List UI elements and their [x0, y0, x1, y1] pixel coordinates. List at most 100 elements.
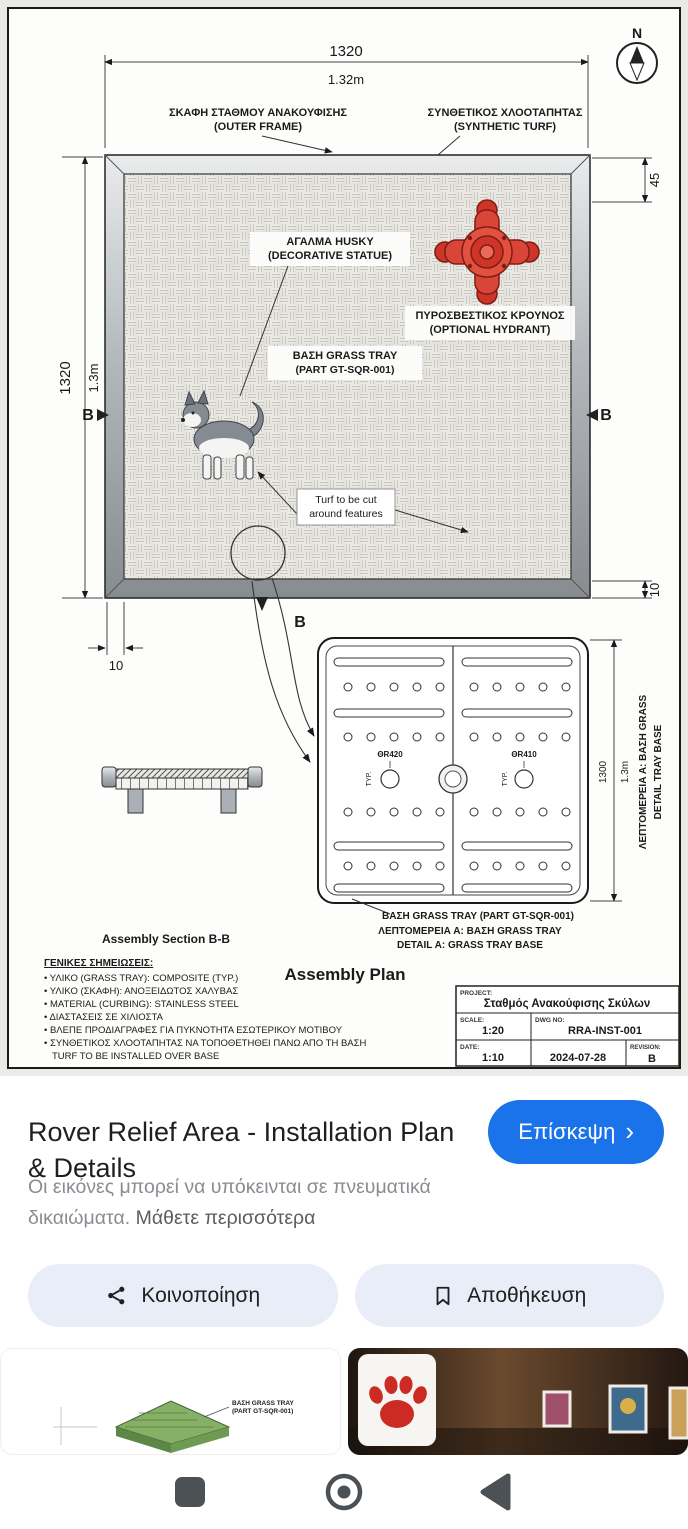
- scale-label: SCALE:: [460, 1017, 484, 1024]
- detail-side-caption-1: ΛΕΠΤΟΜΕΡΕΙΑ Α: ΒΑΣΗ GRASS: [638, 694, 649, 849]
- action-buttons: Κοινοποίηση Αποθήκευση: [28, 1264, 664, 1327]
- turf-cut-note-2: around features: [309, 508, 383, 520]
- dim-top-m: 1.32m: [328, 72, 364, 87]
- label-synthetic-turf: ΣΥΝΘΕΤΙΚΟΣ ΧΛΟΟΤΑΠΗΤΑΣ (SYNTHETIC TURF): [387, 107, 583, 199]
- turf-label-el: ΣΥΝΘΕΤΙΚΟΣ ΧΛΟΟΤΑΠΗΤΑΣ: [428, 107, 583, 119]
- section-marker-bottom: B: [256, 597, 306, 631]
- turf-cut-note-1: Turf to be cut: [315, 494, 377, 506]
- note-item: TURF TO BE INSTALLED OVER BASE: [52, 1051, 219, 1062]
- detail-slats: [333, 657, 573, 893]
- note-item: • ΣΥΝΘΕΤΙΚΟΣ ΧΛΟΟΤΑΠΗΤΑΣ ΝΑ ΤΟΠΟΘΕΤΗΘΕΙ …: [44, 1038, 366, 1049]
- dimension-right-45: [592, 157, 652, 203]
- general-notes: ΓΕΝΙΚΕΣ ΣΗΜΕΙΩΣΕΙΣ: • ΥΛΙΚΟ (GRASS TRAY)…: [44, 958, 366, 1062]
- dimension-left: [62, 156, 103, 599]
- recents-square-icon: [175, 1477, 205, 1507]
- note-item: • MATERIAL (CURBING): STAINLESS STEEL: [44, 999, 239, 1010]
- title-block: PROJECT: Σταθμός Ανακούφισης Σκύλων SCAL…: [455, 985, 680, 1067]
- home-button[interactable]: [311, 1459, 377, 1525]
- section-letter-bottom: B: [294, 614, 306, 631]
- back-button[interactable]: [464, 1459, 530, 1525]
- scale-value: 1:20: [482, 1025, 504, 1037]
- paw-logo: [358, 1354, 436, 1446]
- detail-callout: [230, 525, 315, 763]
- section-marker-right: B: [586, 407, 612, 424]
- revision-value: B: [648, 1053, 656, 1065]
- project-label: PROJECT:: [460, 990, 492, 997]
- north-arrow: N: [616, 25, 658, 84]
- back-triangle-icon: [480, 1473, 511, 1511]
- section-marker-left: B: [82, 407, 109, 424]
- detail-view: ΘR420 ΘR410 TYP. TYP.: [317, 637, 589, 904]
- detail-caption-leader: [351, 898, 391, 915]
- dwg-value: RRA-INST-001: [568, 1025, 642, 1037]
- save-button[interactable]: Αποθήκευση: [354, 1264, 664, 1327]
- dimension-bottom-10: [88, 602, 143, 655]
- typ-label-right: TYP.: [502, 772, 509, 787]
- date-value: 2024-07-28: [550, 1052, 606, 1064]
- thumb-drawing-svg: ΒΑΣΗ GRASS TRAY (PART GT-SQR-001): [1, 1349, 340, 1454]
- outer-frame-label-en: (OUTER FRAME): [214, 121, 302, 133]
- section-letter-left: B: [82, 407, 94, 424]
- dim-right-45: 45: [647, 173, 662, 187]
- related-image-photo[interactable]: [348, 1348, 688, 1455]
- north-label: N: [632, 25, 642, 41]
- project-value: Σταθμός Ανακούφισης Σκύλων: [484, 998, 651, 1010]
- copyright-notice: Οι εικόνες μπορεί να υπόκεινται σε πνευμ…: [28, 1172, 498, 1234]
- dim-bottom-10: 10: [109, 658, 123, 673]
- dim-detail-m: 1.3m: [620, 761, 631, 783]
- visit-button[interactable]: Επίσκεψη ›: [488, 1100, 664, 1164]
- outer-frame-label-el: ΣΚΑΦΗ ΣΤΑΘΜΟΥ ΑΝΑΚΟΥΦΙΣΗΣ: [169, 107, 347, 119]
- dimension-top: [104, 55, 589, 148]
- detail-caption-1: ΒΑΣΗ GRASS TRAY (PART GT-SQR-001): [382, 911, 574, 922]
- dimension-right-10: [592, 580, 652, 599]
- note-item: • ΥΛΙΚΟ (GRASS TRAY): COMPOSITE (TYP.): [44, 973, 238, 984]
- share-icon: [108, 1286, 125, 1305]
- tray-label-1: ΒΑΣΗ GRASS TRAY: [293, 350, 398, 362]
- note-turf-cut: Turf to be cut around features: [257, 471, 469, 533]
- related-image-drawing[interactable]: ΒΑΣΗ GRASS TRAY (PART GT-SQR-001): [0, 1348, 341, 1455]
- drawing-svg: N 1320 1.32m ΣΚΑΦΗ ΣΤΑΘΜΟΥ ΑΝΑΚΟΥΦΙΣΗΣ (…: [7, 7, 681, 1069]
- chevron-right-icon: ›: [625, 1115, 634, 1146]
- label-grass-tray: ΒΑΣΗ GRASS TRAY (PART GT-SQR-001): [268, 346, 422, 380]
- bookmark-icon: [436, 1286, 450, 1305]
- dim-left-mm: 1320: [57, 361, 74, 394]
- android-nav-bar: [0, 1455, 688, 1529]
- revision-label: REVISION:: [630, 1045, 661, 1051]
- label-outer-frame: ΣΚΑΦΗ ΣΤΑΘΜΟΥ ΑΝΑΚΟΥΦΙΣΗΣ (OUTER FRAME): [169, 107, 347, 154]
- detail-caption-2: ΛΕΠΤΟΜΕΡΕΙΑ Α: ΒΑΣΗ GRASS TRAY: [378, 926, 562, 937]
- detail-radius-left: ΘR420: [377, 750, 403, 759]
- wall-picture-frames: [542, 1384, 688, 1440]
- result-panel: Rover Relief Area - Installation Plan & …: [0, 1075, 688, 1348]
- copyright-text: Οι εικόνες μπορεί να υπόκεινται σε πνευμ…: [28, 1176, 431, 1229]
- date-scale-value: 1:10: [482, 1052, 504, 1064]
- note-item: • ΒΛΕΠΕ ΠΡΟΔΙΑΓΡΑΦΕΣ ΓΙΑ ΠΥΚΝΟΤΗΤΑ ΕΣΩΤΕ…: [44, 1025, 343, 1036]
- hydrant-label-el: ΠΥΡΟΣΒΕΣΤΙΚΟΣ ΚΡΟΥΝΟΣ: [415, 310, 564, 322]
- detail-holes: [343, 682, 571, 871]
- hydrant-label-en: (OPTIONAL HYDRANT): [430, 324, 551, 336]
- main-image-installation-drawing[interactable]: N 1320 1.32m ΣΚΑΦΗ ΣΤΑΘΜΟΥ ΑΝΑΚΟΥΦΙΣΗΣ (…: [0, 0, 688, 1075]
- thumb-photo-svg: [348, 1348, 688, 1455]
- share-button[interactable]: Κοινοποίηση: [28, 1264, 338, 1327]
- save-button-label: Αποθήκευση: [467, 1283, 587, 1307]
- dim-top-mm: 1320: [329, 43, 362, 60]
- husky-statue-illustration: [181, 389, 264, 480]
- detail-middle-row: ΘR420 ΘR410 TYP. TYP.: [366, 750, 537, 794]
- recents-button[interactable]: [157, 1459, 223, 1525]
- label-husky-statue: ΑΓΑΛΜΑ HUSKY (DECORATIVE STATUE): [239, 232, 410, 397]
- hydrant-icon: [434, 199, 540, 305]
- visit-button-label: Επίσκεψη: [518, 1119, 616, 1144]
- notes-heading: ΓΕΝΙΚΕΣ ΣΗΜΕΙΩΣΕΙΣ:: [44, 958, 153, 969]
- section-view: [101, 766, 263, 814]
- learn-more-link[interactable]: Μάθετε περισσότερα: [135, 1207, 316, 1229]
- home-circle-icon: [325, 1473, 363, 1511]
- section-caption: Assembly Section B-B: [102, 932, 230, 946]
- statue-label-el: ΑΓΑΛΜΑ HUSKY: [286, 236, 374, 248]
- detail-caption-3: DETAIL A: GRASS TRAY BASE: [397, 940, 543, 951]
- dim-left-m: 1.3m: [86, 364, 101, 393]
- statue-label-en: (DECORATIVE STATUE): [268, 250, 392, 262]
- label-hydrant: ΠΥΡΟΣΒΕΣΤΙΚΟΣ ΚΡΟΥΝΟΣ (OPTIONAL HYDRANT): [405, 306, 575, 340]
- detail-radius-right: ΘR410: [511, 750, 537, 759]
- date-label: DATE:: [460, 1044, 479, 1051]
- turf-label-en: (SYNTHETIC TURF): [454, 121, 556, 133]
